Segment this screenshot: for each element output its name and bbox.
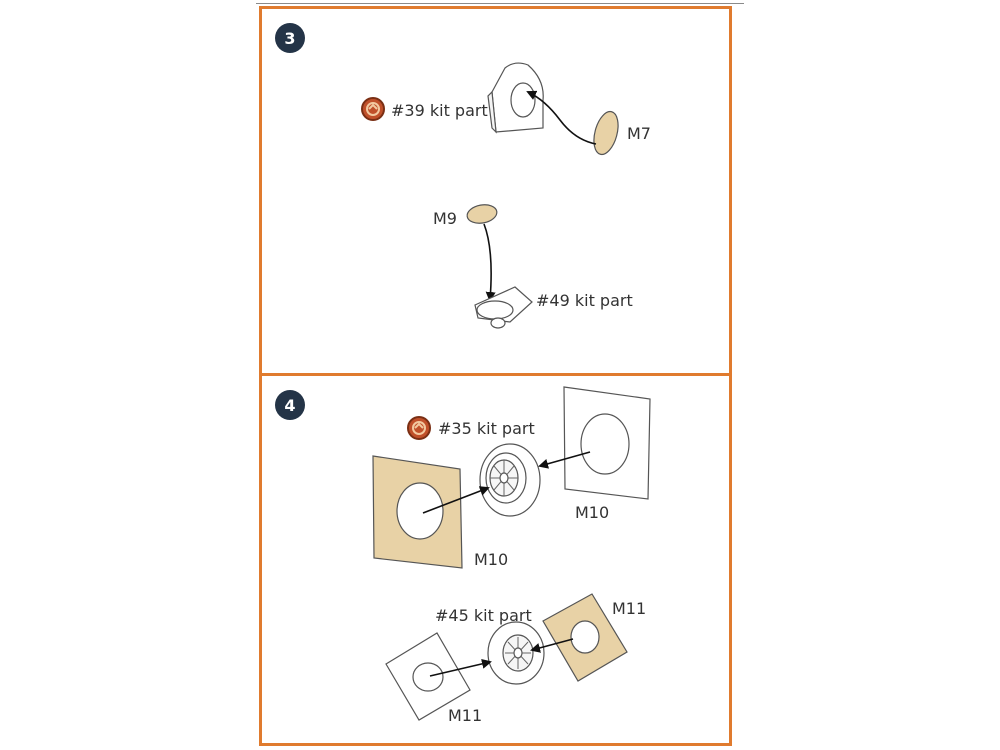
mask-m10-right-label: M10: [575, 503, 609, 522]
arrow-icon: [526, 90, 597, 145]
arrow-icon: [422, 486, 490, 514]
mask-m7-label: M7: [627, 124, 651, 143]
mask-m11-top: [542, 593, 628, 682]
wheel-45-drawing: [487, 621, 545, 685]
top-rule: [256, 3, 744, 4]
arrow-icon: [538, 451, 591, 469]
wheel-35-drawing: [479, 443, 541, 517]
arrow-icon: [530, 638, 574, 653]
warning-icon: [407, 416, 431, 440]
mask-m9: [466, 204, 498, 224]
step-4-badge: 4: [275, 390, 305, 420]
mask-m10-left-label: M10: [474, 550, 508, 569]
arrow-icon: [429, 658, 492, 677]
kit-part-49-label: #49 kit part: [536, 291, 633, 310]
kit-part-39-drawing: [487, 62, 544, 134]
mask-m10-right: [563, 386, 651, 500]
mask-m9-label: M9: [433, 209, 457, 228]
kit-part-35-label: #35 kit part: [438, 419, 535, 438]
step-4-panel: 4: [259, 373, 732, 746]
kit-part-45-label: #45 kit part: [435, 606, 532, 625]
mask-m11-top-label: M11: [612, 599, 646, 618]
arrow-icon: [483, 223, 496, 302]
kit-part-49-drawing: [474, 286, 533, 329]
kit-part-39-label: #39 kit part: [391, 101, 488, 120]
mask-m10-left: [372, 455, 463, 569]
warning-icon: [361, 97, 385, 121]
mask-m7: [593, 110, 619, 156]
mask-m11-bottom: [385, 632, 471, 721]
step-3-badge: 3: [275, 23, 305, 53]
mask-m11-bottom-label: M11: [448, 706, 482, 725]
